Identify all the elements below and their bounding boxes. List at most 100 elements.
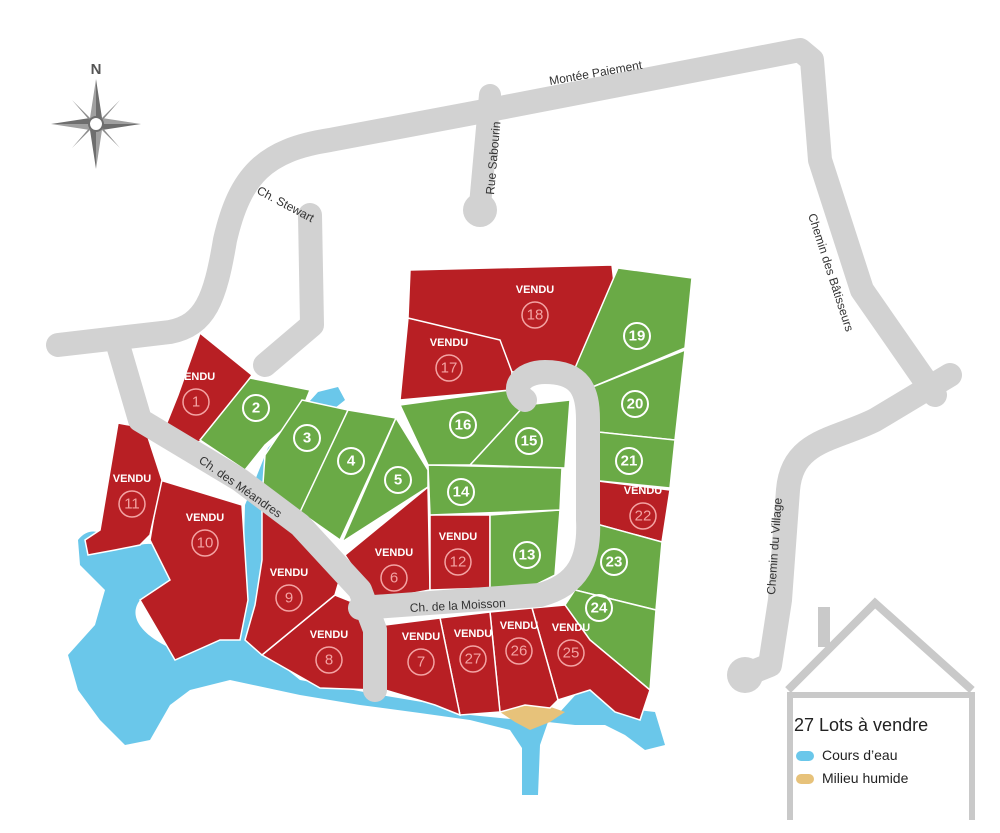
legend-item-wetland: Milieu humide	[796, 770, 908, 786]
label-rue-sabourin: Rue Sabourin	[483, 121, 503, 195]
lot-number: 17	[441, 360, 458, 377]
lot-number: 7	[417, 654, 425, 671]
lot-marker-6[interactable]: 6 VENDU	[375, 547, 414, 592]
lot-markers: 1VENDU23456VENDU7VENDU8VENDU9VENDU10VEND…	[113, 284, 663, 676]
sold-label: VENDU	[552, 622, 591, 634]
lot-number-circle-icon	[615, 447, 643, 475]
lot-number-circle-icon	[242, 394, 270, 422]
sold-label: VENDU	[177, 371, 216, 383]
wetland	[500, 705, 565, 730]
interior-roads	[106, 333, 601, 702]
sold-label: VENDU	[624, 485, 663, 497]
lot-marker-17[interactable]: 17 VENDU	[430, 337, 469, 382]
lot-number-circle-icon	[182, 388, 210, 416]
sold-label: VENDU	[113, 473, 152, 485]
lot-number: 18	[527, 307, 544, 324]
lot-marker-24[interactable]: 24	[585, 594, 613, 622]
lot-number: 16	[455, 417, 472, 434]
lot-marker-21[interactable]: 21	[615, 447, 643, 475]
lot-number-circle-icon	[384, 466, 412, 494]
lot-marker-5[interactable]: 5	[384, 466, 412, 494]
lot-number: 25	[563, 645, 580, 662]
lot-number: 9	[285, 590, 293, 607]
lot-marker-25[interactable]: 25 VENDU	[552, 622, 591, 667]
lot-marker-3[interactable]: 3	[293, 424, 321, 452]
lot-marker-9[interactable]: 9 VENDU	[270, 567, 309, 612]
lot-marker-20[interactable]: 20	[621, 390, 649, 418]
lot-number-circle-icon	[449, 411, 477, 439]
lot-marker-15[interactable]: 15	[515, 427, 543, 455]
sold-label: VENDU	[186, 512, 225, 524]
lot-number-circle-icon	[629, 502, 657, 530]
lot-number-circle-icon	[505, 637, 533, 665]
lot-number-circle-icon	[600, 548, 628, 576]
lot-number: 6	[390, 570, 398, 587]
sold-label: VENDU	[310, 629, 349, 641]
lot-marker-16[interactable]: 16	[449, 411, 477, 439]
lot-number: 27	[465, 651, 482, 668]
lot-number-circle-icon	[459, 645, 487, 673]
lot-number: 23	[606, 554, 623, 571]
lot-number-circle-icon	[191, 529, 219, 557]
lot-number-circle-icon	[621, 390, 649, 418]
lot-number: 13	[519, 547, 536, 564]
sold-label: VENDU	[516, 284, 555, 296]
lot-number-circle-icon	[315, 646, 343, 674]
lot-number-circle-icon	[435, 354, 463, 382]
legend-item-label: Milieu humide	[822, 770, 909, 786]
label-chemin-village: Chemin du Village	[764, 497, 785, 595]
lot-marker-12[interactable]: 12 VENDU	[439, 531, 478, 576]
sold-label: VENDU	[270, 567, 309, 579]
north-label: N	[91, 61, 102, 78]
lot-number: 4	[347, 453, 356, 470]
lot-number: 24	[591, 600, 608, 617]
lot-number-circle-icon	[521, 301, 549, 329]
sold-label: VENDU	[454, 628, 493, 640]
house-outline-icon	[785, 597, 975, 820]
sold-label: VENDU	[375, 547, 414, 559]
lot-marker-13[interactable]: 13	[513, 541, 541, 569]
road-network	[46, 38, 962, 693]
lot-number: 21	[621, 453, 638, 470]
legend-item-label: Cours d’eau	[822, 747, 898, 763]
lot-number: 20	[627, 396, 644, 413]
lot-marker-18[interactable]: 18 VENDU	[516, 284, 555, 329]
lot-marker-19[interactable]: 19	[623, 322, 651, 350]
sold-label: VENDU	[439, 531, 478, 543]
lot-marker-4[interactable]: 4	[337, 447, 365, 475]
lot-number: 3	[303, 430, 311, 447]
lot-number-circle-icon	[407, 648, 435, 676]
label-ch-moisson: Ch. de la Moisson	[409, 596, 506, 615]
lot-marker-14[interactable]: 14	[447, 478, 475, 506]
lot-number: 22	[635, 508, 652, 525]
lot-number-circle-icon	[444, 548, 472, 576]
lot-number: 5	[394, 472, 402, 489]
lot-marker-10[interactable]: 10 VENDU	[186, 512, 225, 557]
lot-marker-22[interactable]: 22 VENDU	[624, 485, 663, 530]
lot-number: 19	[629, 328, 646, 345]
lot-number-circle-icon	[513, 541, 541, 569]
lot-number: 12	[450, 554, 467, 571]
lot-marker-2[interactable]: 2	[242, 394, 270, 422]
lot-number-circle-icon	[337, 447, 365, 475]
sold-label: VENDU	[430, 337, 469, 349]
lot-number-circle-icon	[585, 594, 613, 622]
lot-number: 10	[197, 535, 214, 552]
compass-rose: N	[51, 61, 141, 169]
map-legend: 27 Lots à vendre Cours d’eau Milieu humi…	[780, 595, 985, 825]
lot-number: 15	[521, 433, 538, 450]
lot-number-circle-icon	[118, 490, 146, 518]
lot-number-circle-icon	[557, 639, 585, 667]
wetland-swatch-icon	[796, 774, 814, 785]
lot-number: 26	[511, 643, 528, 660]
sold-label: VENDU	[500, 620, 539, 632]
lot-number-circle-icon	[447, 478, 475, 506]
lot-marker-26[interactable]: 26 VENDU	[500, 620, 539, 665]
lot-marker-23[interactable]: 23	[600, 548, 628, 576]
lot-marker-27[interactable]: 27 VENDU	[454, 628, 493, 673]
